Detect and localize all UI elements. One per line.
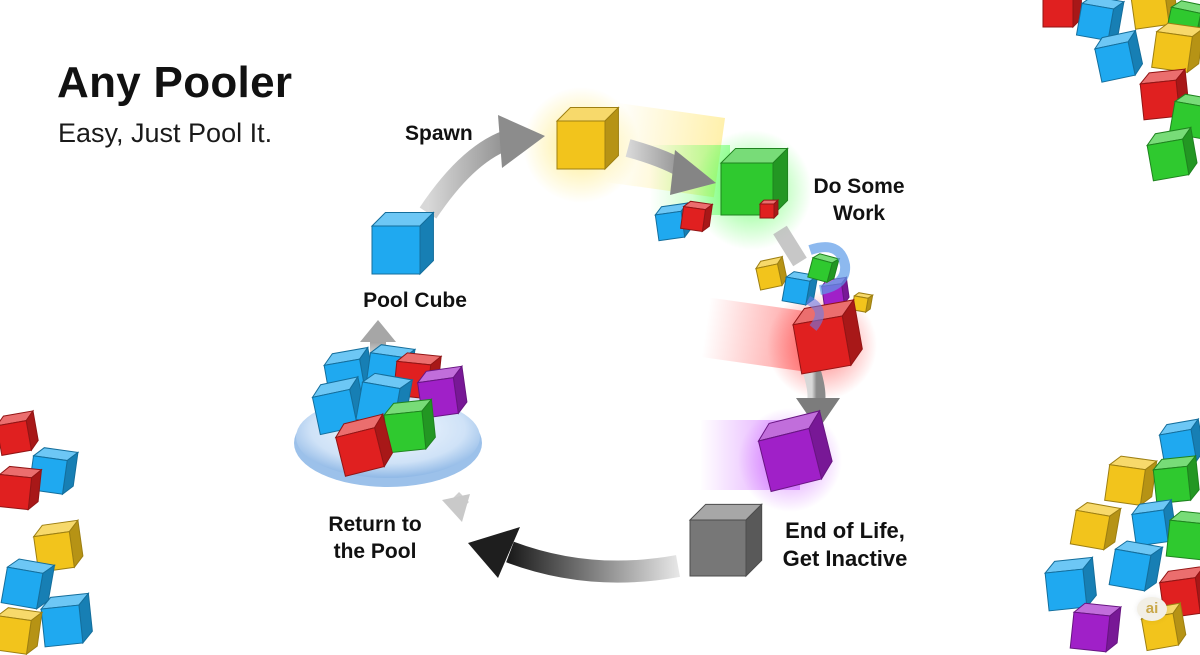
arrow-to-work-head — [670, 150, 716, 195]
purple-stage-cube — [757, 409, 833, 493]
work-debris-red-cube — [680, 200, 714, 233]
corner-cube — [1165, 510, 1200, 561]
corner-cube — [1069, 502, 1122, 551]
label-end-of-life-line1: End of Life, — [785, 518, 905, 543]
arrow-to-spawn-head — [498, 115, 545, 168]
arrow-to-purple-shaft — [803, 369, 826, 404]
arrow-to-pool-cube-head — [360, 320, 396, 342]
arrow-return-tail-head — [442, 494, 470, 522]
corner-cube — [1043, 556, 1097, 612]
pool-pile-cube — [334, 412, 393, 477]
label-return-line2: the Pool — [333, 540, 417, 563]
pool-pile-cube — [382, 398, 436, 454]
pool-cube — [370, 211, 435, 276]
burst-blue-cube — [781, 271, 819, 307]
corner-cube — [1151, 22, 1200, 74]
corner-cube — [1152, 454, 1200, 505]
ai-badge: ai — [1137, 597, 1167, 621]
inactive-cube — [688, 503, 763, 578]
label-return-line1: Return to — [328, 513, 422, 536]
arrow-to-burst — [773, 225, 807, 267]
corner-cube — [1093, 29, 1144, 83]
corner-cube — [0, 409, 39, 456]
corner-cube — [0, 558, 56, 610]
corner-cube — [0, 465, 43, 511]
corner-cube — [1146, 126, 1198, 182]
arrow-to-return-head — [468, 527, 520, 578]
corner-cube — [1075, 0, 1126, 42]
label-do-some-work: Do Some Work — [800, 173, 918, 227]
work-small-red-cube — [758, 198, 780, 220]
corner-cube — [1069, 602, 1123, 653]
label-return-to-pool: Return to the Pool — [308, 511, 442, 565]
page-title: Any Pooler — [57, 58, 293, 107]
label-end-of-life: End of Life, Get Inactive — [762, 517, 928, 573]
label-pool-cube: Pool Cube — [363, 289, 467, 312]
spawn-cube — [555, 106, 620, 171]
label-spawn: Spawn — [405, 122, 473, 145]
arrow-to-return-shaft — [506, 541, 680, 583]
corner-cube — [1108, 540, 1164, 592]
label-end-of-life-line2: Get Inactive — [782, 546, 908, 571]
work-burst-swirl — [808, 242, 851, 295]
burst-yellow-cube — [754, 255, 788, 291]
corner-cube — [0, 607, 44, 655]
label-do-some-work-line1: Do Some — [813, 175, 905, 198]
corner-cube — [32, 519, 84, 573]
label-do-some-work-line2: Work — [832, 202, 886, 225]
corner-cube — [39, 592, 93, 648]
work-burst-swirl-2 — [805, 295, 824, 331]
corner-cube — [28, 447, 80, 496]
corner-cube — [1104, 455, 1158, 507]
burst-small-yellow-cube — [851, 292, 874, 314]
corner-cube — [1042, 0, 1082, 29]
page-subtitle: Easy, Just Pool It. — [58, 118, 273, 148]
arrow-to-spawn-shaft — [419, 128, 517, 219]
